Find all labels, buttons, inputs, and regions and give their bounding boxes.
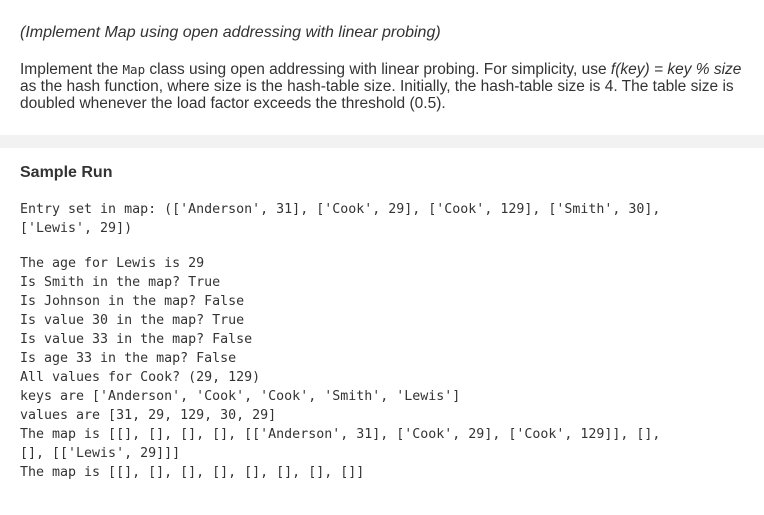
output-line: keys are ['Anderson', 'Cook', 'Cook', 'S… (20, 389, 461, 404)
output-line: Is value 33 in the map? False (20, 332, 253, 347)
output-line: Is age 33 in the map? False (20, 351, 237, 366)
output-line: Is Johnson in the map? False (20, 294, 245, 309)
output-line: ['Lewis', 29]) (20, 221, 133, 236)
desc-code-map: Map (122, 62, 146, 77)
problem-panel: (Implement Map using open addressing wit… (0, 0, 764, 135)
output-blank-line (20, 238, 755, 254)
sample-run-heading: Sample Run (20, 164, 113, 181)
desc-text-3: as the hash function, where size is the … (20, 78, 734, 112)
output-line: The map is [[], [], [], [], [], [], [], … (20, 465, 365, 480)
desc-text-1: Implement the (20, 61, 123, 78)
sample-output: Entry set in map: (['Anderson', 31], ['C… (20, 200, 755, 482)
output-line: Is value 30 in the map? True (20, 313, 245, 328)
desc-text-2: class using open addressing with linear … (145, 61, 611, 78)
output-line: The age for Lewis is 29 (20, 256, 205, 271)
problem-description: Implement the Map class using open addre… (20, 61, 752, 112)
output-line: The map is [[], [], [], [], [['Anderson'… (20, 427, 661, 442)
output-line: All values for Cook? (29, 129) (20, 370, 261, 385)
problem-title: (Implement Map using open addressing wit… (20, 24, 441, 41)
sample-run-panel (0, 148, 764, 515)
output-line: values are [31, 29, 129, 30, 29] (20, 408, 277, 423)
output-line: [], [['Lewis', 29]]] (20, 446, 181, 461)
output-line: Is Smith in the map? True (20, 275, 221, 290)
output-line: Entry set in map: (['Anderson', 31], ['C… (20, 202, 661, 217)
desc-formula: f(key) = key % size (610, 61, 742, 78)
